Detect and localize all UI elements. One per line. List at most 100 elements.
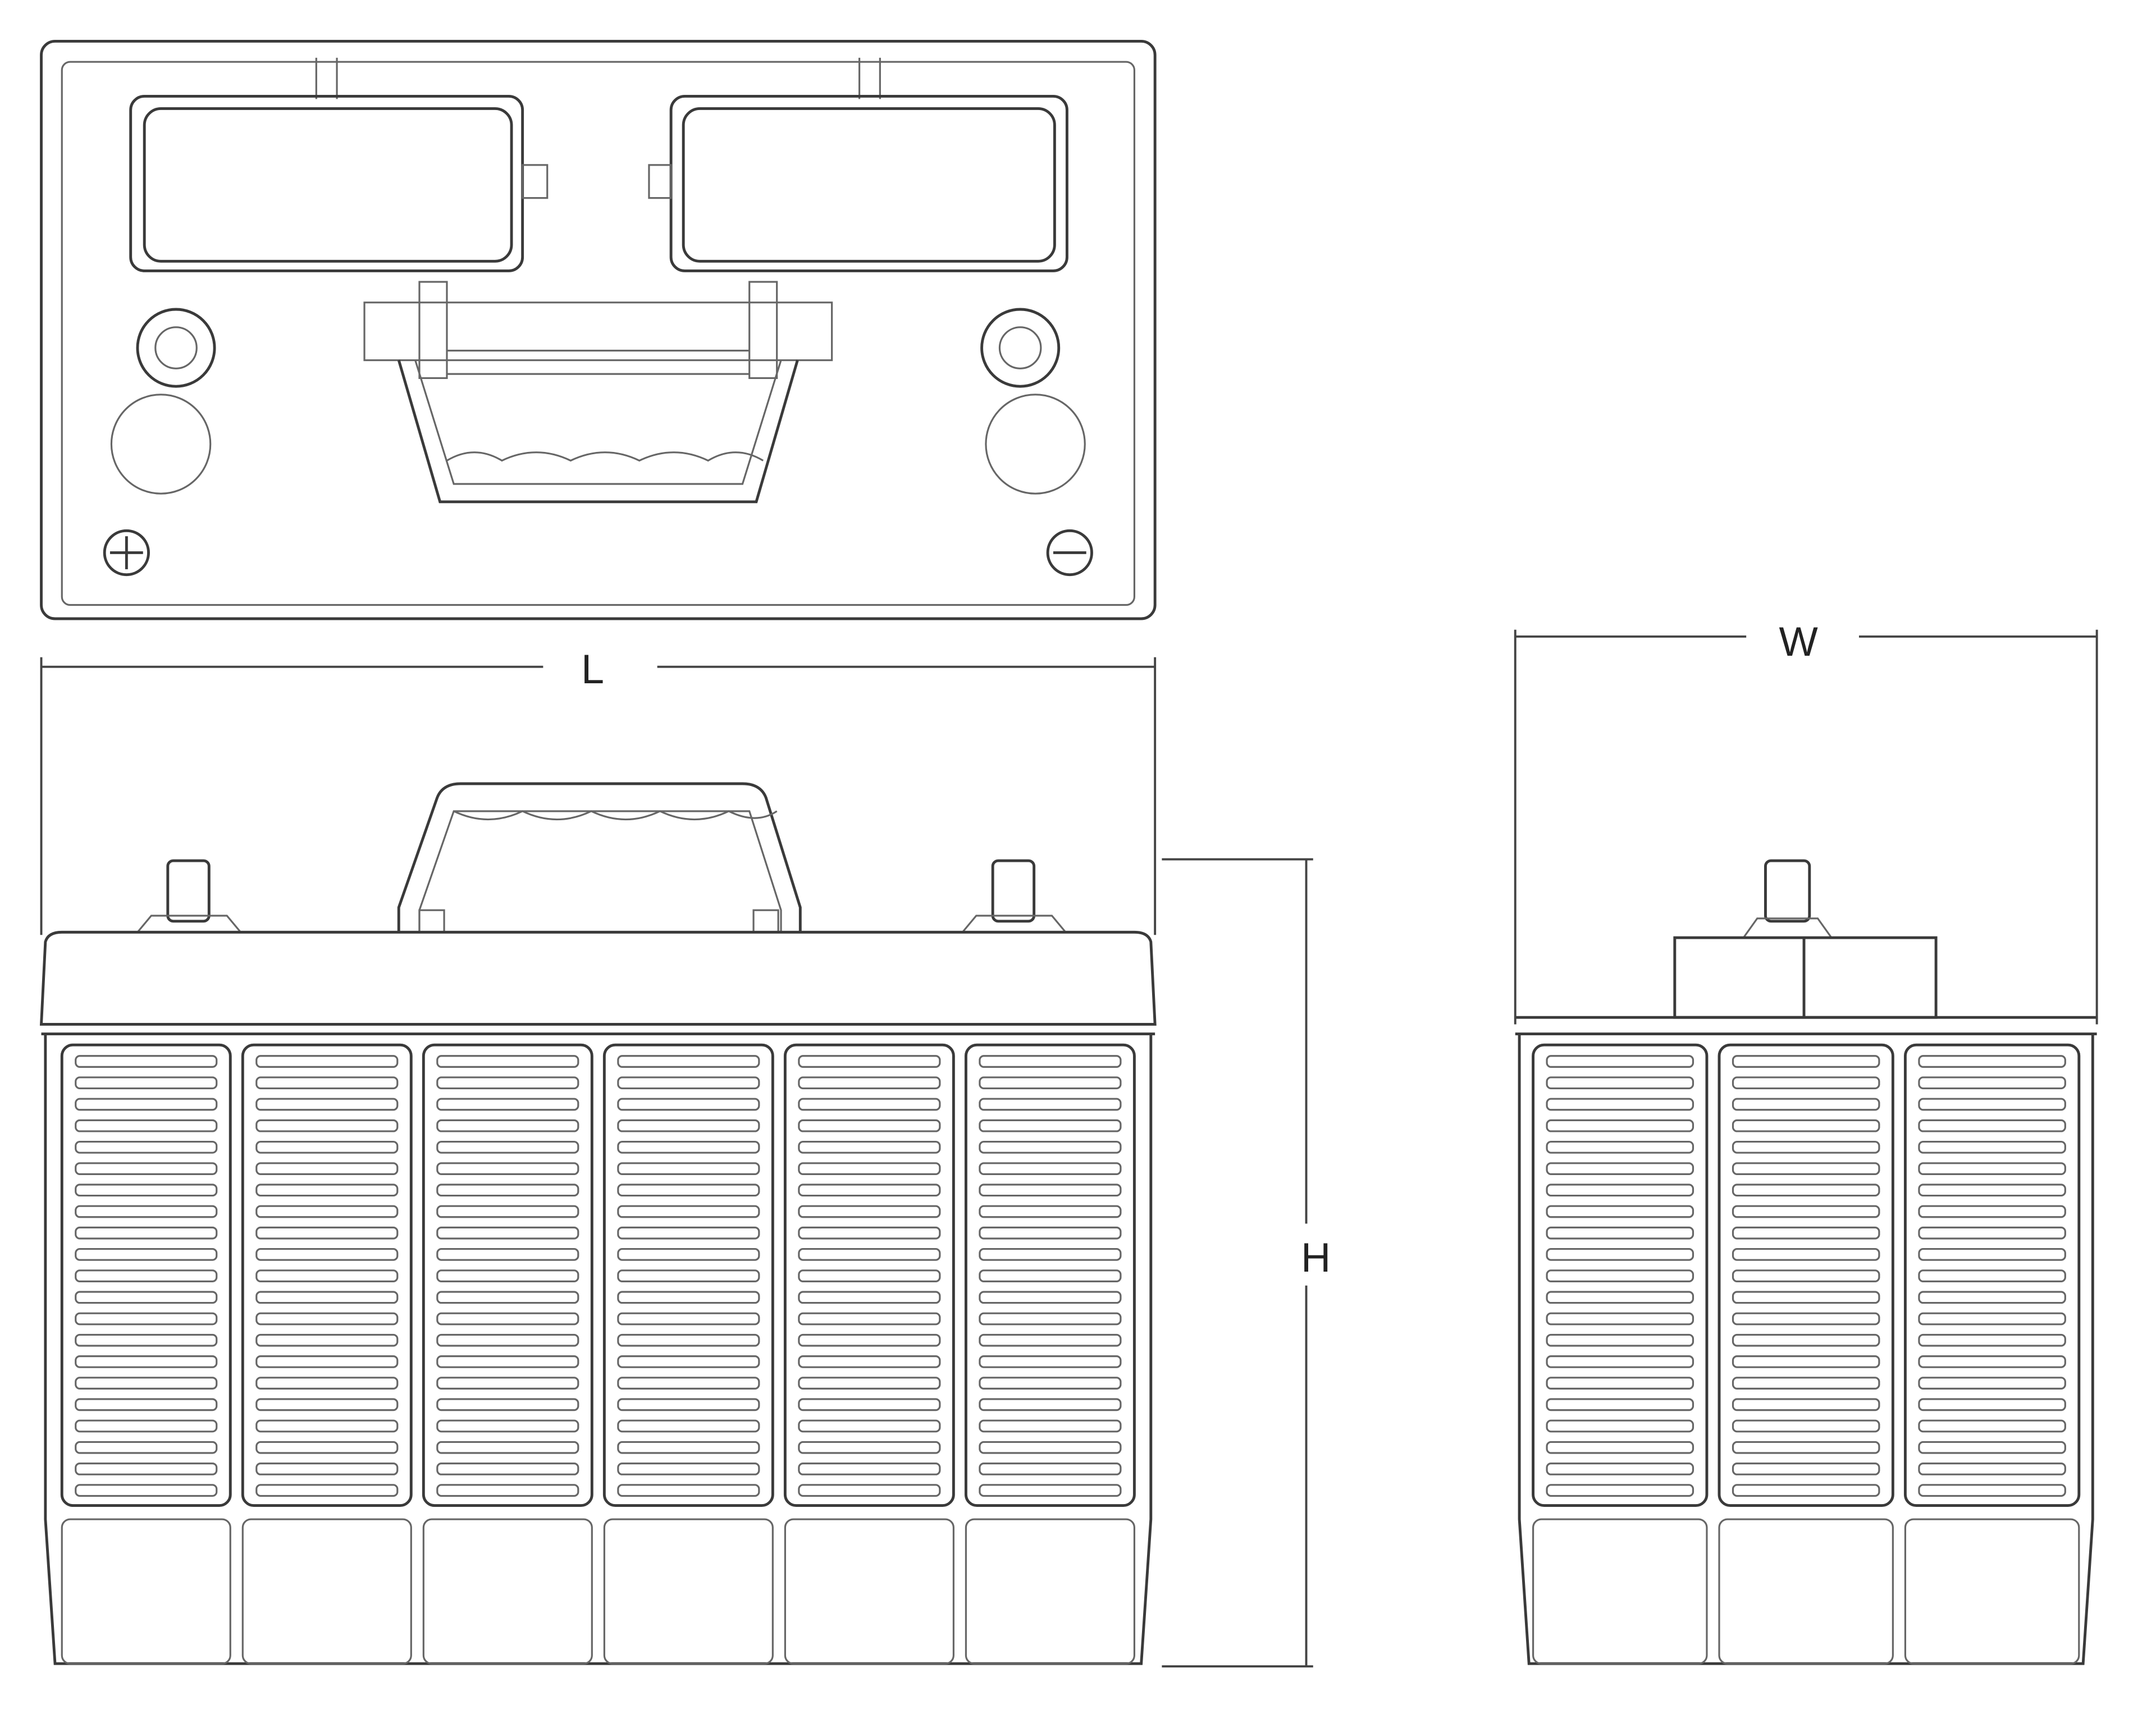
vent-window-right bbox=[669, 94, 1068, 272]
cell-rib bbox=[255, 1269, 399, 1282]
cell-rib bbox=[75, 1119, 218, 1132]
cell-rib bbox=[617, 1055, 760, 1068]
cell-rib bbox=[979, 1377, 1122, 1390]
cell-rib bbox=[1918, 1269, 2066, 1282]
positive-terminal-post bbox=[166, 859, 211, 923]
cell-rib bbox=[979, 1441, 1122, 1454]
cell-rib bbox=[1732, 1269, 1880, 1282]
cell-rib bbox=[1732, 1055, 1880, 1068]
cell-rib bbox=[617, 1463, 760, 1475]
cell-rib bbox=[798, 1076, 941, 1090]
cell-rib bbox=[255, 1226, 399, 1240]
cell-rib bbox=[798, 1269, 941, 1282]
cell-rib bbox=[1918, 1098, 2066, 1111]
cell-rib bbox=[1732, 1119, 1880, 1132]
cell-rib bbox=[979, 1269, 1122, 1282]
cell-rib bbox=[798, 1441, 941, 1454]
cell-rib bbox=[75, 1484, 218, 1497]
cell-rib bbox=[1732, 1398, 1880, 1411]
cell-rib bbox=[617, 1076, 760, 1090]
cell-rib bbox=[75, 1463, 218, 1475]
cell-base bbox=[965, 1518, 1135, 1665]
cell-rib bbox=[436, 1312, 579, 1326]
cell-rib bbox=[255, 1355, 399, 1368]
cell-rib bbox=[1732, 1419, 1880, 1433]
cell-rib bbox=[75, 1333, 218, 1347]
cell-rib bbox=[979, 1398, 1122, 1411]
cell-rib bbox=[617, 1355, 760, 1368]
cell-rib bbox=[979, 1312, 1122, 1326]
cell-rib bbox=[1918, 1119, 2066, 1132]
cell-rib bbox=[1918, 1076, 2066, 1090]
cell-rib bbox=[798, 1463, 941, 1475]
cell-rib bbox=[979, 1419, 1122, 1433]
minus-symbol-icon bbox=[1046, 529, 1093, 577]
cell-rib bbox=[75, 1226, 218, 1240]
battery-cell bbox=[783, 1043, 955, 1665]
cell-rib bbox=[798, 1291, 941, 1304]
cell-rib bbox=[255, 1205, 399, 1218]
cell-rib bbox=[75, 1441, 218, 1454]
cell-rib bbox=[436, 1076, 579, 1090]
vent-window-left-inner bbox=[143, 107, 513, 263]
cell-rib bbox=[617, 1226, 760, 1240]
cell-rib bbox=[1918, 1140, 2066, 1154]
cell-rib bbox=[75, 1076, 218, 1090]
cell-base bbox=[1904, 1518, 2080, 1665]
cell-rib bbox=[436, 1463, 579, 1475]
cell-rib bbox=[436, 1441, 579, 1454]
cell-rib bbox=[436, 1162, 579, 1175]
cell-rib bbox=[436, 1419, 579, 1433]
cell-rib bbox=[798, 1098, 941, 1111]
cell-rib bbox=[436, 1119, 579, 1132]
front-lid bbox=[39, 930, 1157, 1026]
cell-rib bbox=[75, 1312, 218, 1326]
cell-rib bbox=[1546, 1463, 1694, 1475]
cell-rib bbox=[436, 1333, 579, 1347]
cell-rib bbox=[1918, 1183, 2066, 1197]
cell-rib bbox=[979, 1055, 1122, 1068]
cell-rib bbox=[255, 1333, 399, 1347]
cell-rib bbox=[617, 1419, 760, 1433]
cell-rib bbox=[1732, 1333, 1880, 1347]
cell-rib bbox=[1918, 1162, 2066, 1175]
cell-rib bbox=[1918, 1055, 2066, 1068]
cell-rib bbox=[75, 1055, 218, 1068]
cell-rib bbox=[436, 1377, 579, 1390]
cell-rib bbox=[1732, 1140, 1880, 1154]
cell-rib bbox=[798, 1333, 941, 1347]
cell-base bbox=[603, 1518, 774, 1665]
cell-rib bbox=[1546, 1333, 1694, 1347]
cell-rib bbox=[979, 1098, 1122, 1111]
cell-rib bbox=[255, 1076, 399, 1090]
cell-rib bbox=[979, 1333, 1122, 1347]
cell-rib bbox=[436, 1269, 579, 1282]
cell-rib bbox=[1546, 1076, 1694, 1090]
cell-rib bbox=[798, 1484, 941, 1497]
cell-rib bbox=[979, 1183, 1122, 1197]
cell-rib bbox=[436, 1205, 579, 1218]
cell-rib bbox=[255, 1098, 399, 1111]
cell-rib bbox=[436, 1055, 579, 1068]
cell-rib bbox=[436, 1248, 579, 1261]
top-inner-rim bbox=[61, 61, 1135, 606]
cell-rib bbox=[1546, 1419, 1694, 1433]
cell-rib bbox=[1546, 1291, 1694, 1304]
cell-rib bbox=[75, 1248, 218, 1261]
cell-rib bbox=[1546, 1055, 1694, 1068]
length-dimension: L bbox=[40, 646, 1157, 935]
cell-rib bbox=[617, 1377, 760, 1390]
cell-base bbox=[422, 1518, 593, 1665]
cell-rib bbox=[979, 1248, 1122, 1261]
cell-rib bbox=[1918, 1419, 2066, 1433]
cell-rib bbox=[798, 1226, 941, 1240]
height-label: H bbox=[1301, 1234, 1331, 1281]
cell-rib bbox=[1732, 1183, 1880, 1197]
cell-rib bbox=[255, 1183, 399, 1197]
cell-rib bbox=[436, 1291, 579, 1304]
cell-rib bbox=[1546, 1484, 1694, 1497]
cell-rib bbox=[798, 1377, 941, 1390]
cell-rib bbox=[979, 1076, 1122, 1090]
